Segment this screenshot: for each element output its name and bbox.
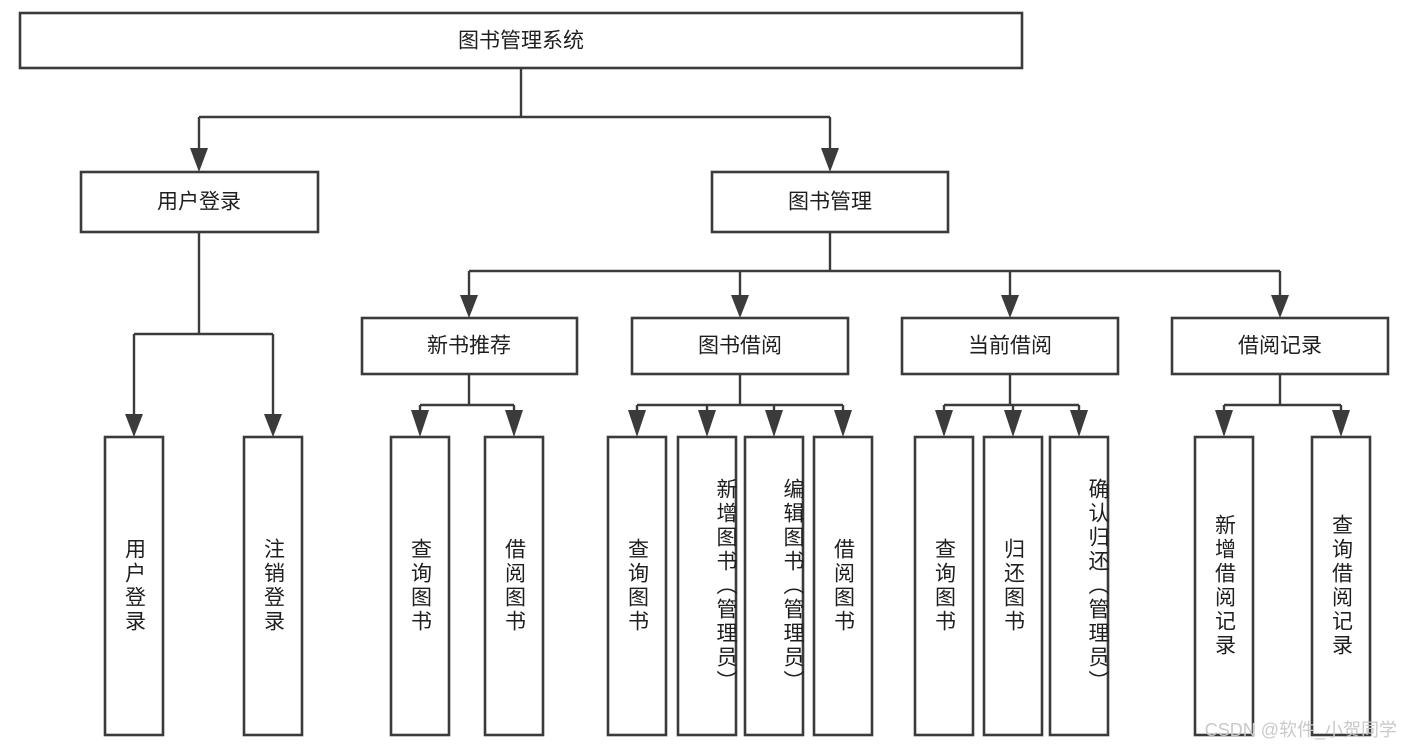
node-root-box[interactable] [18,11,1024,70]
node-leaf-query-book-b-box[interactable] [606,435,668,737]
arrowhead-leaf-query-book-b [628,410,646,437]
arrowhead-leaf-add-record [1215,410,1233,437]
node-leaf-confirm-return-box[interactable] [1048,435,1110,737]
node-current-borrow-box[interactable] [900,316,1120,376]
node-root-label: 图书管理系统 [458,30,584,53]
node-new-book-rec[interactable]: 新书推荐 [360,316,579,376]
node-user-login-box[interactable] [79,170,320,234]
arrowhead-new-book-rec [460,295,478,318]
node-root[interactable]: 图书管理系统 [18,11,1024,70]
node-borrow-record-label: 借阅记录 [1238,335,1322,358]
node-leaf-borrow-book-b-box[interactable] [812,435,874,737]
arrowhead-leaf-query-book-rec [411,410,429,437]
node-leaf-add-book-box[interactable] [676,435,738,737]
arrowhead-borrow-record [1271,295,1289,318]
node-current-borrow-label: 当前借阅 [968,335,1052,358]
node-book-borrow[interactable]: 图书借阅 [630,316,850,376]
node-current-borrow[interactable]: 当前借阅 [900,316,1120,376]
connector-group-user-login [125,232,282,437]
arrowhead-leaf-logout [264,414,282,437]
connector-group-root [190,68,839,172]
node-leaf-borrow-book-rec-box[interactable] [483,435,545,737]
arrowhead-leaf-user-login [125,414,143,437]
arrowhead-book-borrow [731,295,749,318]
node-new-book-rec-label: 新书推荐 [427,335,511,358]
node-book-manage[interactable]: 图书管理 [710,170,950,234]
connector-group-book-borrow [628,374,852,437]
node-leaf-query-book-c-box[interactable] [913,435,975,737]
leaf-boxes [103,435,1372,737]
arrowhead-current-borrow [1001,295,1019,318]
arrowhead-leaf-borrow-book-b [834,410,852,437]
node-book-borrow-box[interactable] [630,316,850,376]
arrowhead-book-manage [821,148,839,172]
node-leaf-return-book-box[interactable] [982,435,1044,737]
node-book-manage-box[interactable] [710,170,950,234]
arrowhead-leaf-add-book [698,410,716,437]
node-user-login-label: 用户登录 [157,191,241,214]
node-borrow-record-box[interactable] [1170,316,1390,376]
node-user-login[interactable]: 用户登录 [79,170,320,234]
arrowhead-leaf-confirm-return [1070,410,1088,437]
node-leaf-user-login-box[interactable] [103,435,165,737]
connector-group-borrow-record [1215,374,1350,437]
connector-group-book-manage [460,232,1289,318]
node-new-book-rec-box[interactable] [360,316,579,376]
csdn-watermark: CSDN @软件_小贺同学 [1204,720,1397,740]
node-book-borrow-label: 图书借阅 [698,335,782,358]
node-book-manage-label: 图书管理 [788,191,872,214]
node-leaf-logout-box[interactable] [242,435,304,737]
node-leaf-query-record-box[interactable] [1310,435,1372,737]
connector-group-new-book-rec [411,374,523,437]
node-borrow-record[interactable]: 借阅记录 [1170,316,1390,376]
arrowhead-user-login [190,148,208,172]
arrowhead-leaf-edit-book [765,410,783,437]
arrowhead-leaf-query-book-c [935,410,953,437]
arrowhead-leaf-return-book [1004,410,1022,437]
arrowhead-leaf-borrow-book-rec [505,410,523,437]
node-leaf-edit-book-box[interactable] [743,435,805,737]
connector-group-current-borrow [935,374,1088,437]
node-leaf-add-record-box[interactable] [1193,435,1255,737]
arrowhead-leaf-query-record [1332,410,1350,437]
node-leaf-query-book-rec-box[interactable] [389,435,451,737]
